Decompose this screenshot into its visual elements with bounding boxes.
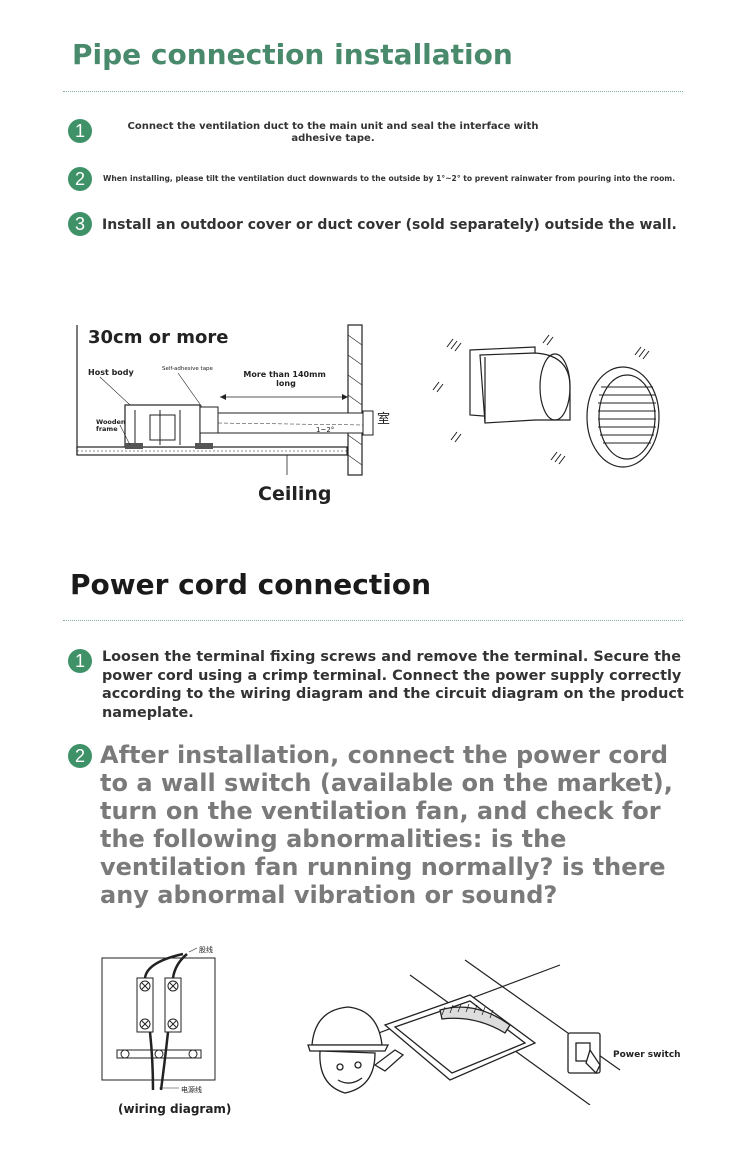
power-switch-label: Power switch <box>613 1050 681 1060</box>
label-tape: Self-adhesive tape <box>162 366 214 372</box>
wire-label-bottom: 电源线 <box>181 1085 202 1094</box>
step-text-3: Install an outdoor cover or duct cover (… <box>102 217 677 233</box>
wiring-diagram: 股线 电源线 <box>101 945 216 1094</box>
divider <box>63 620 683 621</box>
step-text-1: Loosen the terminal fixing screws and re… <box>102 649 684 721</box>
label-wooden-line2: frame <box>96 425 118 433</box>
step-number-1: 1 <box>68 649 92 673</box>
fan-panel-icon <box>383 994 537 1081</box>
divider <box>63 91 683 92</box>
label-wooden-line1: Wooden <box>96 418 126 426</box>
label-30cm: 30cm or more <box>88 327 228 348</box>
section-title-pipe: Pipe connection installation <box>72 38 513 71</box>
step-number-2: 2 <box>68 744 92 768</box>
wiring-caption: (wiring diagram) <box>118 1102 232 1116</box>
section-title-power: Power cord connection <box>70 568 432 601</box>
label-140mm: More than 140mm long <box>243 370 328 388</box>
label-host-body: Host body <box>88 368 135 377</box>
switch-icon <box>567 1032 601 1075</box>
installation-diagram: 30cm or more Host body Self-adhesive tap… <box>76 324 390 505</box>
duct-covers-illustration <box>432 334 660 468</box>
label-140mm-line2: long <box>276 379 296 388</box>
step-text-2: After installation, connect the power co… <box>100 741 673 909</box>
step-text-2: When installing, please tilt the ventila… <box>103 174 676 183</box>
wire-label-top: 股线 <box>199 945 213 954</box>
label-wooden-frame: Wooden frame <box>96 418 128 433</box>
worker-icon <box>307 1006 405 1094</box>
label-angle: 1~2° <box>316 426 334 434</box>
hood-cover-icon <box>469 346 571 424</box>
step-number-3: 3 <box>68 212 92 236</box>
step-text-1: Connect the ventilation duct to the main… <box>127 121 539 144</box>
step-number-2: 2 <box>68 167 92 191</box>
label-ceiling: Ceiling <box>258 483 332 505</box>
label-room: 室 <box>377 411 390 427</box>
label-140mm-line1: More than 140mm <box>243 370 325 379</box>
round-vent-icon <box>586 366 660 468</box>
installer-illustration <box>307 959 621 1105</box>
step-number-1: 1 <box>68 119 92 143</box>
